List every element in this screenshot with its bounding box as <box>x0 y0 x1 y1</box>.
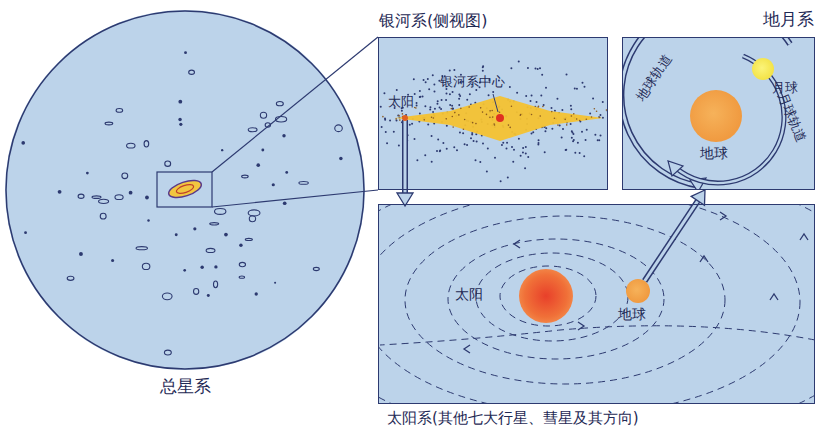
sun-disc: 太阳 <box>519 269 573 323</box>
earth-disc: 地球 <box>690 90 742 142</box>
zoom-box <box>157 172 212 207</box>
earth-moon-ground <box>622 37 815 190</box>
universe-circle: 总星系 <box>5 10 365 370</box>
galaxy-ground <box>378 37 608 190</box>
galaxy-doodles <box>21 51 342 355</box>
node-title: 地月系 <box>763 9 814 29</box>
part-label: 月球轨道 <box>775 91 809 145</box>
universe-ground <box>5 10 365 370</box>
milky-way-icon <box>167 177 204 201</box>
orbit-arrowheads <box>464 212 808 353</box>
zoom-line <box>212 37 378 207</box>
node-title: 地球 <box>700 145 728 162</box>
earth-moon-orbits <box>622 37 790 190</box>
solar-orbits <box>378 204 815 404</box>
node-title: 银河系(侧视图) <box>379 11 487 30</box>
solar-ground <box>378 204 815 404</box>
panel-box: 银河系(侧视图) <box>378 37 608 190</box>
panel-box: 太阳系(其他七大行星、彗星及其方向)太阳地球 <box>378 204 815 404</box>
moon-disc: 月球 <box>752 58 774 80</box>
part-label: 地球轨道 <box>633 52 675 104</box>
node-title: 地球 <box>618 306 646 323</box>
galaxy-side-view <box>378 61 608 190</box>
node-title: 太阳 <box>455 286 483 303</box>
node-title: 太阳系(其他七大行星、彗星及其方向) <box>387 409 639 427</box>
circle-outline <box>5 10 365 370</box>
part-label: 银河系中心 <box>440 74 505 90</box>
part-label: 太阳 <box>388 94 414 110</box>
node-title: 总星系 <box>5 376 365 396</box>
earth-disc: 地球 <box>626 279 650 303</box>
